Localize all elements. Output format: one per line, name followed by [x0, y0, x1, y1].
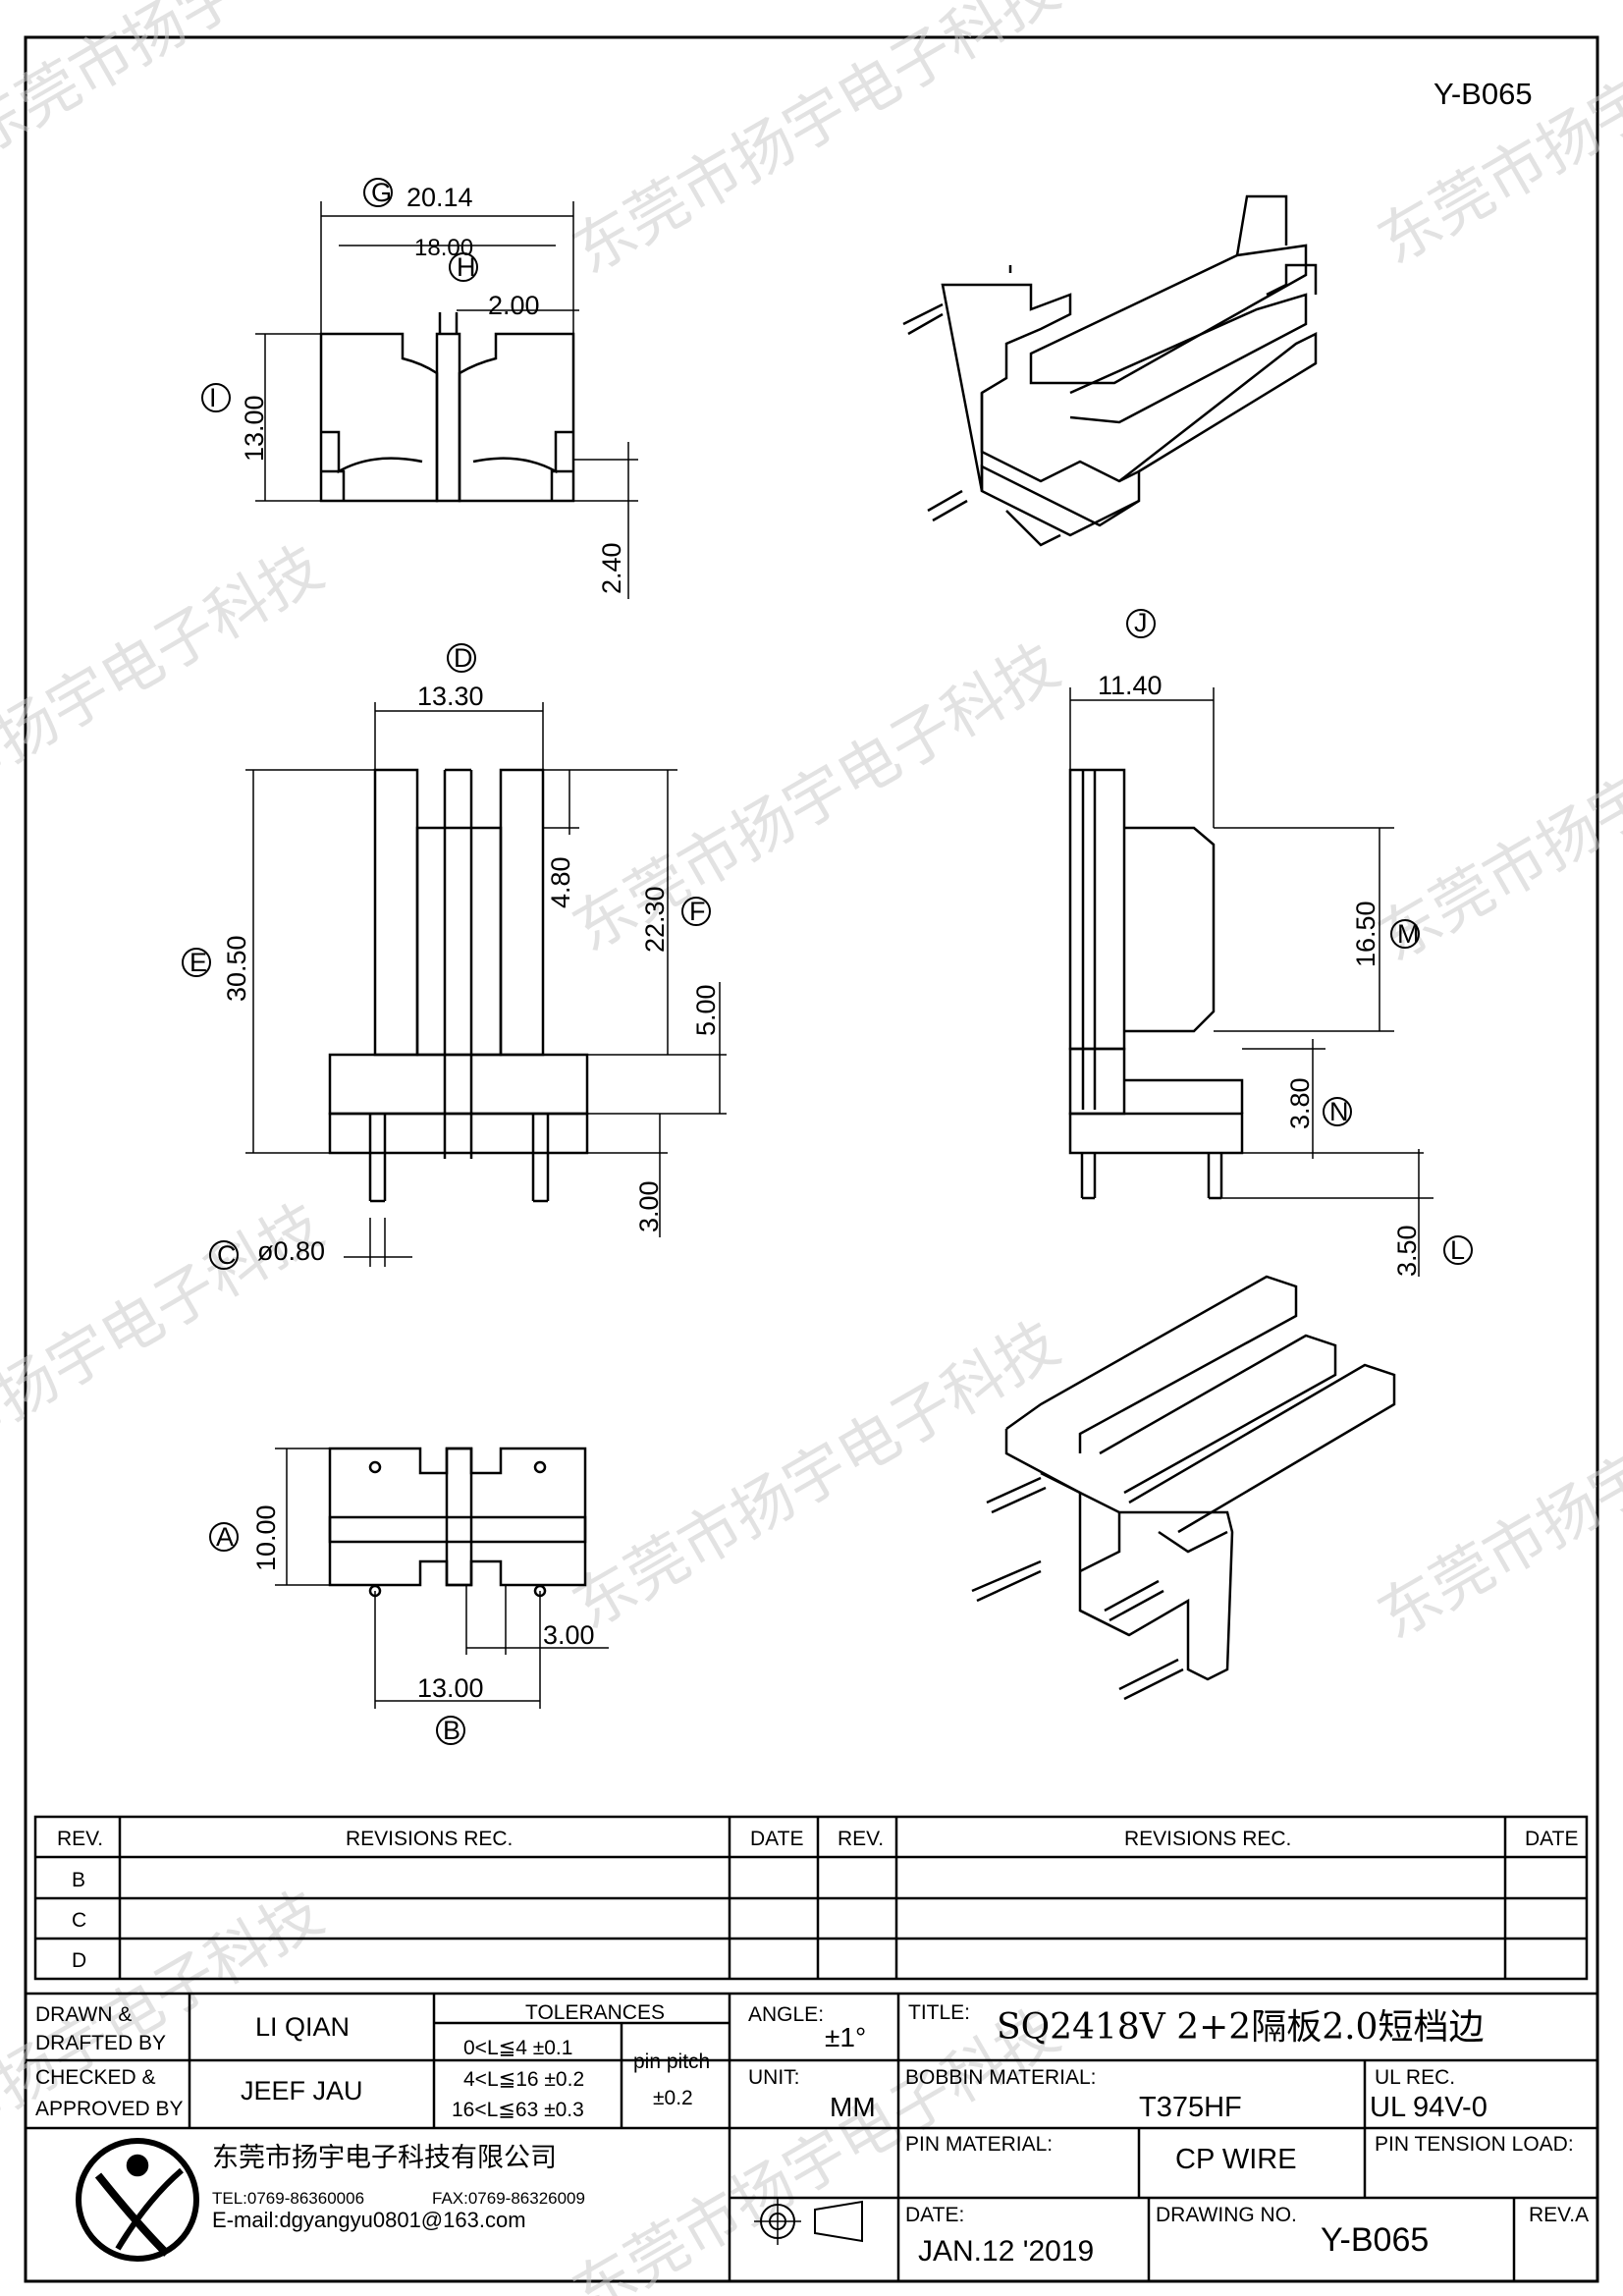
dim-gap-bottom: 3.00: [543, 1620, 595, 1650]
dim-letter-l: L: [1450, 1235, 1465, 1265]
dim-letter-g: G: [371, 178, 392, 207]
tolerances-label: TOLERANCES: [525, 2001, 665, 2024]
watermark-text: 东莞市扬宇电子科技: [561, 0, 1071, 288]
date-label: DATE:: [905, 2204, 964, 2226]
dim-letter-i: I: [209, 383, 217, 412]
drawn-by: LI QIAN: [255, 2012, 350, 2042]
date-value: JAN.12 '2019: [918, 2235, 1094, 2268]
dim-letter-e: E: [189, 948, 207, 977]
bobbin-material: T375HF: [1139, 2092, 1242, 2123]
date-header-right: DATE: [1525, 1828, 1578, 1850]
drawing-title: SQ2418V 2+2隔板2.0短档边: [997, 2007, 1484, 2048]
dim-letter-m: M: [1397, 919, 1420, 949]
company-email: E-mail:dgyangyu0801@163.com: [212, 2208, 526, 2232]
bobbin-material-label: BOBBIN MATERIAL:: [905, 2066, 1097, 2089]
callout-circles: [182, 178, 1473, 1745]
drawing-number: Y-B065: [1321, 2221, 1429, 2259]
pin-pitch-label: pin pitch: [633, 2050, 710, 2073]
pin-material: CP WIRE: [1175, 2144, 1297, 2175]
dim-letter-a: A: [216, 1522, 234, 1552]
checked-by: JEEF JAU: [241, 2076, 363, 2105]
watermark-text: 东莞市扬宇电子科技: [1366, 1317, 1623, 1653]
dim-flange: 16.50: [1351, 901, 1380, 967]
rev-header-left: REV.: [57, 1828, 103, 1850]
dim-pin-side: 3.50: [1392, 1225, 1422, 1277]
dim-pin-diameter: ø0.80: [257, 1236, 325, 1266]
dim-base: 5.00: [691, 984, 721, 1036]
rev-row-c: C: [72, 1909, 86, 1932]
dim-letter-c: C: [217, 1240, 237, 1270]
title-block: [26, 1992, 1597, 2281]
rev-header-right: REV.: [838, 1828, 884, 1850]
dim-pin-pitch: 13.00: [417, 1673, 484, 1703]
dim-depth: 11.40: [1098, 671, 1163, 700]
side-view: [1068, 687, 1434, 1277]
watermark-text: 东莞市扬宇电子科技: [561, 629, 1071, 965]
company-name: 东莞市扬宇电子科技有限公司: [212, 2143, 557, 2173]
revisions-header-right: REVISIONS REC.: [1124, 1828, 1291, 1850]
dim-pin-top: 2.40: [597, 542, 626, 594]
revision-table-text: REV. REVISIONS REC. DATE REV. REVISIONS …: [57, 1828, 1578, 1972]
front-view: [245, 702, 727, 1267]
drawing-frame: [24, 35, 1599, 2283]
dim-wing: 22.30: [640, 886, 670, 953]
revision-table: [33, 1815, 1589, 1981]
pin-pitch-tolerance: ±0.2: [653, 2087, 693, 2109]
rev-row-d: D: [72, 1949, 86, 1972]
drawn-label-2: DRAFTED BY: [35, 2032, 166, 2054]
unit-value: MM: [830, 2092, 876, 2122]
rev-label: REV.A: [1529, 2204, 1589, 2226]
watermark-text: 东莞市扬宇电子科技: [0, 531, 335, 867]
dim-slot: 4.80: [546, 856, 575, 908]
dim-height-top: 13.00: [240, 395, 269, 462]
watermark-text: 东莞市扬宇电子科技: [0, 0, 462, 170]
title-block-text: DRAWN & DRAFTED BY LI QIAN CHECKED & APP…: [35, 2001, 1589, 2268]
drawing-code-top: Y-B065: [1434, 77, 1533, 111]
dim-base-side: 3.80: [1285, 1077, 1315, 1129]
company-tel: TEL:0769-86360006: [212, 2189, 364, 2208]
dim-letter-b: B: [443, 1716, 460, 1745]
title-label: TITLE:: [908, 2001, 970, 2024]
dim-letter-j: J: [1134, 608, 1148, 637]
dim-letter-h: H: [457, 252, 476, 282]
dim-pin-length: 3.00: [634, 1180, 664, 1232]
dim-total-height: 30.50: [222, 935, 251, 1002]
date-header-left: DATE: [750, 1828, 803, 1850]
dim-outer-width: 20.14: [406, 183, 473, 212]
checked-label-1: CHECKED &: [35, 2066, 156, 2089]
company-fax: FAX:0769-86326009: [432, 2189, 585, 2208]
dim-inner-width: 18.00: [414, 235, 473, 261]
isometric-view-top: [902, 194, 1318, 547]
drawn-label-1: DRAWN &: [35, 2003, 132, 2026]
watermark-text: 东莞市扬宇电子科技: [1366, 0, 1623, 278]
bottom-view: [275, 1447, 609, 1709]
dimension-labels: G 20.14 18.00 H 2.00 I 13.00 2.40 D 13.3…: [189, 178, 1465, 1745]
dim-letter-n: N: [1329, 1097, 1349, 1126]
pin-tension-label: PIN TENSION LOAD:: [1375, 2133, 1574, 2156]
ul-rec: UL 94V-0: [1370, 2092, 1488, 2123]
dim-front-width: 13.30: [417, 682, 484, 711]
dim-letter-d: D: [454, 643, 473, 673]
rev-row-b: B: [72, 1869, 85, 1891]
ul-rec-label: UL REC.: [1375, 2066, 1455, 2089]
pin-material-label: PIN MATERIAL:: [905, 2133, 1053, 2156]
checked-label-2: APPROVED BY: [35, 2098, 184, 2120]
top-view: [255, 201, 638, 599]
tolerance-row-1: 0<L≦4 ±0.1: [463, 2037, 572, 2059]
angle-value: ±1°: [825, 2022, 866, 2052]
angle-label: ANGLE:: [748, 2003, 824, 2026]
dim-pin-row: 10.00: [251, 1504, 281, 1571]
unit-label: UNIT:: [748, 2066, 800, 2089]
dim-letter-f: F: [689, 897, 706, 926]
tolerance-row-2: 4<L≦16 ±0.2: [463, 2068, 584, 2091]
revisions-header-left: REVISIONS REC.: [346, 1828, 513, 1850]
tolerance-row-3: 16<L≦63 ±0.3: [452, 2099, 584, 2121]
isometric-view-bottom: [971, 1275, 1396, 1701]
drawing-no-label: DRAWING NO.: [1156, 2204, 1297, 2226]
dim-gap: 2.00: [488, 291, 540, 320]
